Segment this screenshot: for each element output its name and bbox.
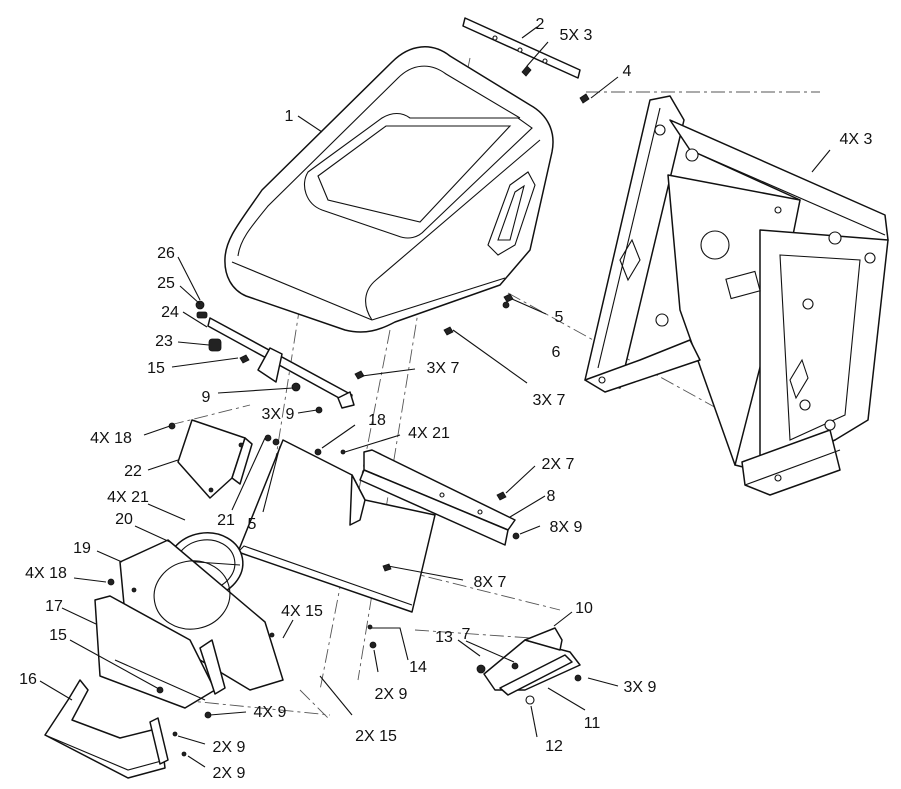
callout-part-17: 17	[45, 598, 63, 615]
part-frame	[584, 95, 889, 496]
callout-part-18-upper: 18	[368, 412, 386, 429]
part-top-strip	[462, 17, 590, 104]
callout-part-11: 11	[584, 715, 601, 732]
callout-part-9-qty2-upper: 2X 9	[213, 739, 246, 756]
callout-part-23: 23	[155, 333, 173, 350]
part-hood	[224, 46, 554, 333]
callout-part-18-qty4-upper: 4X 18	[90, 430, 132, 447]
callout-part-21-qty4-lower: 4X 21	[107, 489, 149, 506]
leader-lines	[39, 26, 831, 768]
callout-part-15-qty4: 4X 15	[281, 603, 323, 620]
part-angle-bar	[359, 449, 520, 546]
callout-part-25: 25	[157, 275, 175, 292]
callout-part-8: 8	[547, 488, 556, 505]
callout-part-6: 6	[552, 344, 561, 361]
callout-part-9-qty4: 4X 9	[254, 704, 287, 721]
callout-part-15-qty2: 2X 15	[355, 728, 397, 745]
callout-part-22: 22	[124, 463, 142, 480]
callout-part-5-upper: 5	[555, 309, 564, 326]
callout-part-21-qty4-upper: 4X 21	[408, 425, 450, 442]
callout-labels: 1 2 5X 3 4 4X 3 26 25 24 23 15 3X 7 5 6 …	[19, 16, 872, 782]
callout-part-12: 12	[545, 738, 563, 755]
callout-part-15-upper: 15	[147, 360, 165, 377]
callout-part-14: 14	[409, 659, 427, 676]
callout-part-5-lower: 5	[248, 516, 257, 533]
callout-part-7-qty8: 8X 7	[474, 574, 507, 591]
callout-part-9-qty2-lower: 2X 9	[213, 765, 246, 782]
callout-part-3-qty5: 5X 3	[560, 27, 593, 44]
callout-part-16: 16	[19, 671, 37, 688]
callout-part-9-qty3-upper: 3X 9	[262, 406, 295, 423]
callout-part-26: 26	[157, 245, 175, 262]
callout-part-3-qty4: 4X 3	[840, 131, 873, 148]
callout-part-7-lower: 7	[462, 626, 471, 643]
callout-part-9-qty8: 8X 9	[550, 519, 583, 536]
part-side-guard	[94, 595, 226, 709]
callout-part-18-qty4-lower: 4X 18	[25, 565, 67, 582]
callout-part-20: 20	[115, 511, 133, 528]
callout-part-15-lower: 15	[49, 627, 67, 644]
callout-part-7-qty3-left: 3X 7	[427, 360, 460, 377]
callout-part-7-qty3-right: 3X 7	[533, 392, 566, 409]
part-bottom-chute	[44, 679, 212, 779]
callout-part-1: 1	[285, 108, 294, 125]
part-baffle-plate	[237, 434, 436, 649]
callout-part-2: 2	[536, 16, 545, 33]
callout-part-10: 10	[575, 600, 593, 617]
callout-part-13: 13	[435, 629, 453, 646]
part-rod-bracket	[195, 293, 514, 414]
callout-part-19: 19	[73, 540, 91, 557]
callout-part-4: 4	[623, 63, 632, 80]
part-lower-bracket	[476, 627, 582, 705]
callout-part-21: 21	[217, 512, 235, 529]
callout-part-7-qty2: 2X 7	[542, 456, 575, 473]
part-angle-plate	[168, 419, 253, 499]
callout-part-24: 24	[161, 304, 179, 321]
callout-part-9-qty2-center: 2X 9	[375, 686, 408, 703]
callout-part-9: 9	[202, 389, 211, 406]
callout-part-9-qty3-lower: 3X 9	[624, 679, 657, 696]
